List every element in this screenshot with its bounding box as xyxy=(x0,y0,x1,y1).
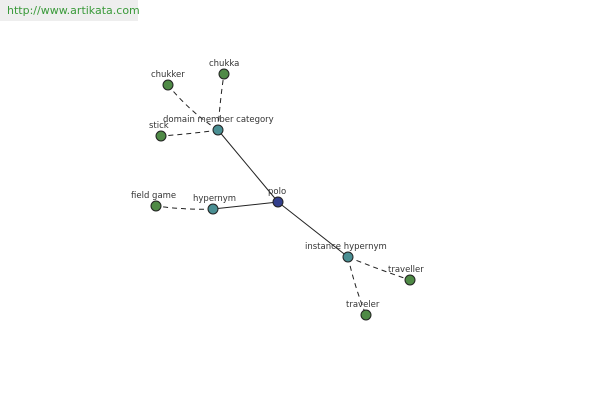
node-field-game[interactable] xyxy=(150,200,162,212)
node-chukker[interactable] xyxy=(162,79,174,91)
label-instance-hypernym: instance hypernym xyxy=(305,242,387,252)
edge-polo-instance-hypernym xyxy=(277,201,349,258)
node-instance-hypernym[interactable] xyxy=(342,251,354,263)
label-hypernym: hypernym xyxy=(193,194,236,204)
edge-domain-member-category-stick xyxy=(160,129,219,137)
node-chukka[interactable] xyxy=(218,68,230,80)
edge-polo-domain-member-category xyxy=(217,129,279,203)
label-chukka: chukka xyxy=(209,59,239,69)
label-field-game: field game xyxy=(131,191,176,201)
label-stick: stick xyxy=(149,121,169,131)
label-chukker: chukker xyxy=(151,70,185,80)
site-url-watermark[interactable]: http://www.artikata.com xyxy=(0,0,140,21)
label-traveler: traveler xyxy=(346,300,380,310)
node-hypernym[interactable] xyxy=(207,203,219,215)
node-stick[interactable] xyxy=(155,130,167,142)
label-domain-member-category: domain member category xyxy=(163,115,274,125)
node-domain-member-category[interactable] xyxy=(212,124,224,136)
node-traveler[interactable] xyxy=(360,309,372,321)
label-polo: polo xyxy=(268,187,286,197)
edge-polo-hypernym xyxy=(212,201,279,210)
node-traveller[interactable] xyxy=(404,274,416,286)
node-polo[interactable] xyxy=(272,196,284,208)
label-traveller: traveller xyxy=(388,265,424,275)
edge-hypernym-field-game xyxy=(155,205,214,210)
